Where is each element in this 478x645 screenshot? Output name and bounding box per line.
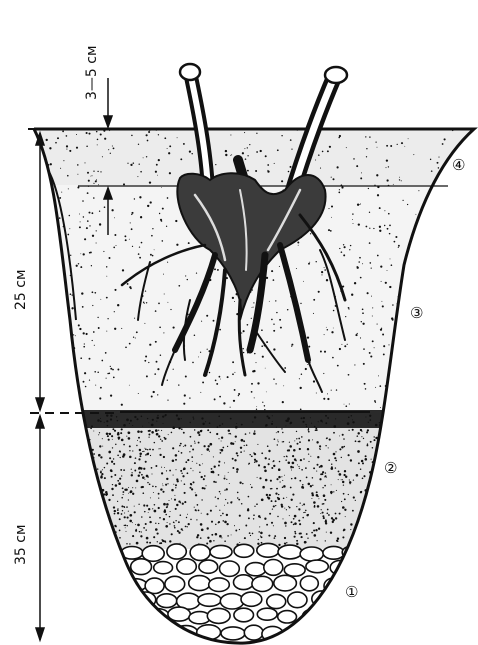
layer-marker-1: ①: [345, 583, 358, 601]
layer-marker-2: ②: [384, 459, 397, 477]
top-depth-label: 3—5 см: [84, 45, 100, 100]
upper-layer-depth-label: 25 см: [13, 269, 29, 310]
soil-layer-lower: [0, 414, 478, 549]
layer-marker-3: ③: [410, 304, 423, 322]
layer-marker-4: ④: [452, 156, 465, 174]
lower-layer-depth-label: 35 см: [13, 524, 29, 565]
